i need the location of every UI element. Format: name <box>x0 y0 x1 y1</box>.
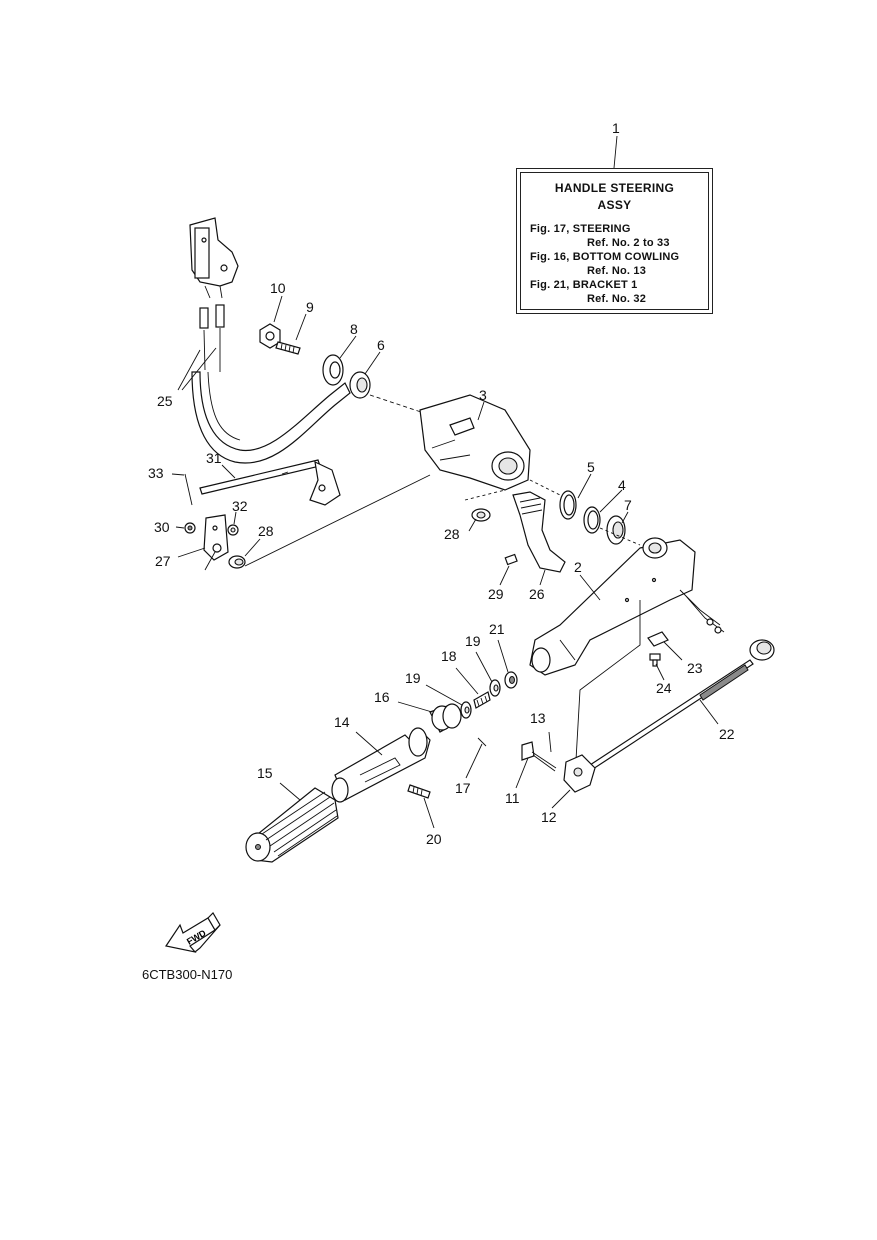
callout-22: 22 <box>719 726 735 742</box>
washer-19b <box>489 679 501 697</box>
callout-7: 7 <box>624 497 632 513</box>
ref-fig-17: Fig. 17, STEERING <box>530 223 631 235</box>
box-title-line1: HANDLE STEERING <box>554 181 675 195</box>
callout-30: 30 <box>154 519 170 535</box>
spring-18 <box>473 691 491 709</box>
nut-21 <box>504 671 518 689</box>
ref-fig-21: Fig. 21, BRACKET 1 <box>530 279 638 291</box>
grip-shaft-14 <box>331 727 431 803</box>
callout-10: 10 <box>270 280 286 296</box>
callout-14: 14 <box>334 714 350 730</box>
callout-9: 9 <box>306 299 314 315</box>
callout-11: 11 <box>505 790 520 806</box>
friction-block-12 <box>563 754 596 793</box>
pin-29 <box>504 553 518 566</box>
washer-5 <box>559 490 577 520</box>
callout-31: 31 <box>206 450 222 466</box>
callout-5: 5 <box>587 459 595 475</box>
link-rod-31 <box>199 459 341 506</box>
callout-33: 33 <box>148 465 164 481</box>
ref-no-fig-17: Ref. No. 2 to 33 <box>587 237 670 249</box>
callout-19a: 19 <box>405 670 421 686</box>
lever-27 <box>203 514 229 561</box>
plate-23 <box>647 631 669 647</box>
fwd-arrow-icon: FWD <box>165 912 221 953</box>
callout-29: 29 <box>488 586 504 602</box>
steering-handle-2 <box>529 537 725 676</box>
bushing-28a <box>228 555 246 569</box>
handle-dash-leader <box>575 600 641 761</box>
callout-17: 17 <box>455 780 471 796</box>
figure-code: 6CTB300-N170 <box>142 967 233 982</box>
callout-25: 25 <box>157 393 173 409</box>
bolt-11 <box>521 741 557 772</box>
leader-1 <box>613 135 618 169</box>
callout-6: 6 <box>377 337 385 353</box>
pin-13 <box>548 731 552 753</box>
callout-8: 8 <box>350 321 358 337</box>
ref-fig-16: Fig. 16, BOTTOM COWLING <box>530 251 680 263</box>
callout-24: 24 <box>656 680 672 696</box>
callout-20: 20 <box>426 831 442 847</box>
friction-lever-26 <box>512 491 566 573</box>
info-box-inner-frame: HANDLE STEERING ASSY Fig. 17, STEERING R… <box>520 172 709 310</box>
washer-8 <box>322 354 344 386</box>
grip-15 <box>245 787 339 863</box>
steering-bracket-3 <box>419 394 531 491</box>
screw-24 <box>649 653 661 667</box>
callout-4: 4 <box>618 477 626 493</box>
callout-26: 26 <box>529 586 545 602</box>
throttle-cables <box>191 304 351 464</box>
collar-16 <box>429 703 462 733</box>
callout-13: 13 <box>530 710 546 726</box>
callout-27: 27 <box>155 553 171 569</box>
callout-16: 16 <box>374 689 390 705</box>
cable-bracket <box>189 217 239 299</box>
callout-28a: 28 <box>258 523 274 539</box>
callout-15: 15 <box>257 765 273 781</box>
nut-30 <box>184 522 196 534</box>
callout-leaders <box>171 295 719 829</box>
screw-9 <box>275 341 301 355</box>
ref-no-fig-16: Ref. No. 13 <box>587 265 647 277</box>
washer-19a <box>460 701 472 719</box>
screw-17 <box>477 737 487 747</box>
callout-12: 12 <box>541 809 557 825</box>
washer-32 <box>227 524 239 536</box>
callout-21: 21 <box>489 621 505 637</box>
pin-33 <box>184 473 193 506</box>
ref-no-fig-21: Ref. No. 32 <box>587 293 647 305</box>
callout-32: 32 <box>232 498 248 514</box>
wave-washer-4 <box>583 506 601 534</box>
callout-numbers: 1 2 3 4 5 6 7 8 9 10 11 12 13 14 15 16 1… <box>148 120 735 847</box>
box-title-line2: ASSY <box>597 198 632 212</box>
callout-2: 2 <box>574 559 582 575</box>
callout-1: 1 <box>612 120 620 136</box>
handle-steering-assy-box: HANDLE STEERING ASSY Fig. 17, STEERING R… <box>516 168 713 314</box>
callout-19b: 19 <box>465 633 481 649</box>
callout-3: 3 <box>479 387 487 403</box>
bushing-6 <box>349 371 371 399</box>
callout-18: 18 <box>441 648 457 664</box>
callout-23: 23 <box>687 660 703 676</box>
callout-28b: 28 <box>444 526 460 542</box>
collar-7 <box>606 515 626 545</box>
throttle-shaft-22 <box>589 639 775 770</box>
screw-20 <box>407 784 431 799</box>
bushing-28b <box>471 508 491 522</box>
